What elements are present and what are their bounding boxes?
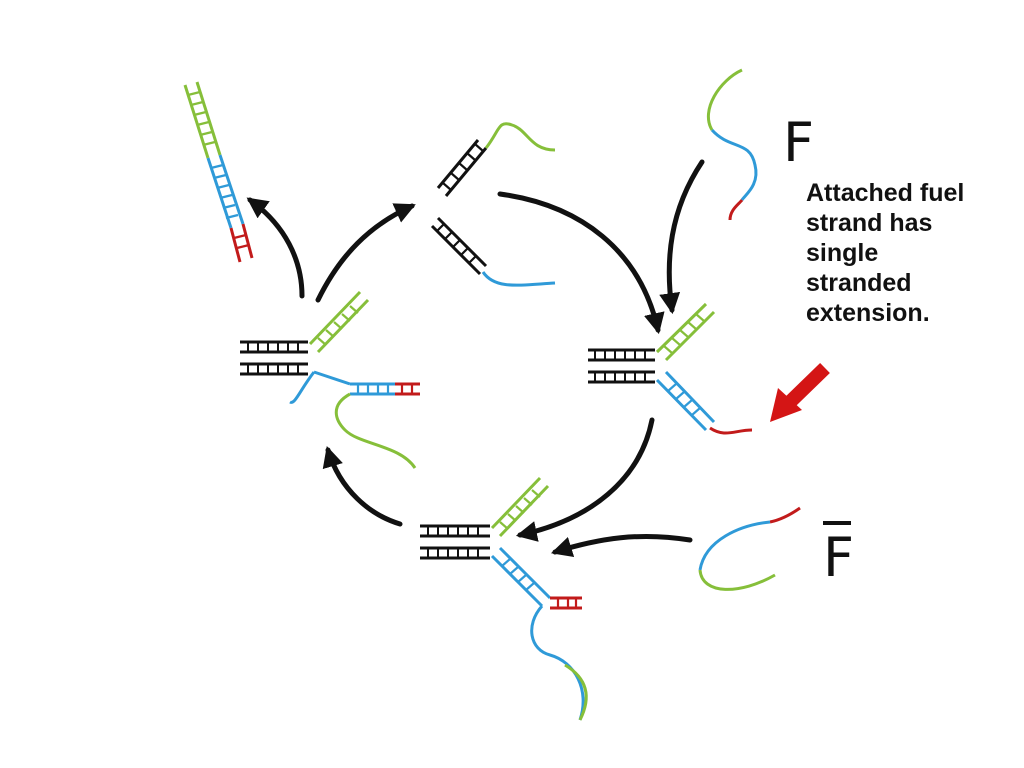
released-duplex	[183, 81, 254, 263]
annotation-line: extension.	[806, 299, 930, 327]
arrow-top-to-right	[497, 191, 665, 335]
bottom-complex	[420, 476, 588, 721]
arrow-antifuel-in	[550, 533, 693, 558]
highlight-arrow	[770, 362, 830, 422]
antifuel-label: F	[823, 526, 855, 589]
arrow-left-to-top	[315, 203, 416, 303]
fuel-strand	[706, 68, 758, 221]
antifuel-strand	[698, 506, 801, 591]
cycle-arrows	[246, 159, 705, 558]
arrow-left-to-released	[246, 197, 305, 299]
right-complex	[588, 302, 753, 435]
annotation-line: stranded	[806, 269, 912, 297]
annotation-line: strand has	[806, 209, 933, 237]
annotation-line: single	[806, 239, 879, 267]
arrow-fuel-in	[659, 159, 705, 315]
top-open-complex	[430, 122, 556, 287]
annotation-line: Attached fuel	[806, 179, 965, 207]
annotation-text: Attached fuel strand has single stranded…	[806, 178, 1016, 328]
antifuel-overline	[823, 521, 851, 525]
fuel-label: F	[783, 111, 815, 174]
arrow-bottom-to-left	[322, 445, 403, 527]
arrow-right-to-bottom	[515, 417, 655, 542]
left-complex	[240, 290, 420, 469]
